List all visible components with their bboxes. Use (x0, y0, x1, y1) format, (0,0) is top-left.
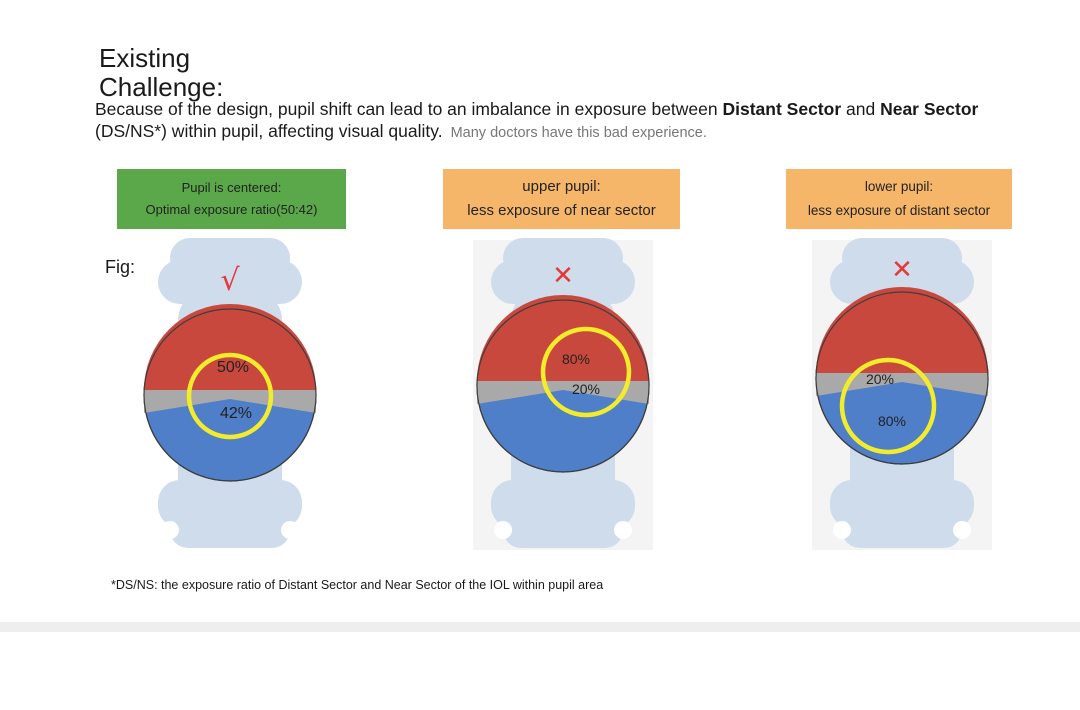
lower-pupil-subtitle: less exposure of distant sector (807, 203, 991, 218)
distant-sector-term: Distant Sector (722, 99, 842, 119)
pupil-ring (540, 326, 632, 418)
upper-pupil-title: upper pupil: (522, 178, 601, 195)
iol-diagram-1: 50% 42% √ (143, 238, 317, 548)
cross-icon: ✕ (552, 261, 574, 291)
lower-percent-label: 20% (572, 381, 600, 397)
centered-pupil-title: Pupil is centered: (181, 180, 282, 195)
fig-label: Fig: (105, 257, 136, 277)
upper-percent-label: 50% (217, 359, 249, 376)
transition-zone (477, 381, 649, 404)
upper-percent-label: 20% (866, 371, 894, 387)
lower-percent-label: 42% (220, 405, 252, 422)
lower-pupil-label-box: lower pupil: less exposure of distant se… (786, 169, 1012, 229)
distant-sector (144, 304, 316, 390)
pupil-ring (839, 357, 937, 455)
pupil-ring (186, 352, 274, 440)
iol-diagram-3: 20% 80% ✕ (812, 238, 992, 550)
description: Because of the design, pupil shift can l… (95, 98, 1035, 144)
description-note: Many doctors have this bad experience. (450, 125, 707, 141)
footnote: *DS/NS: the exposure ratio of Distant Se… (111, 578, 604, 592)
description-text-2: and (841, 99, 881, 119)
cross-icon: ✕ (891, 255, 913, 285)
upper-percent-label: 80% (562, 351, 590, 367)
upper-pupil-label-box: upper pupil: less exposure of near secto… (443, 169, 680, 229)
check-icon: √ (220, 263, 240, 298)
transition-zone (816, 373, 988, 396)
lower-percent-label: 80% (878, 413, 906, 429)
lower-pupil-title: lower pupil: (864, 179, 934, 194)
near-sector-term: Near Sector (880, 99, 979, 119)
slide: Existing Challenge: Because of the desig… (0, 43, 1080, 632)
distant-sector (816, 287, 988, 373)
upper-pupil-subtitle: less exposure of near sector (467, 202, 656, 219)
centered-pupil-label-box: Pupil is centered: Optimal exposure rati… (117, 169, 346, 229)
iol-diagram-2: 80% 20% ✕ (473, 238, 653, 550)
description-text-1: Because of the design, pupil shift can l… (95, 99, 723, 119)
description-text-3: (DS/NS*) within pupil, affecting visual … (95, 121, 443, 141)
page-title: Existing Challenge: (99, 43, 224, 102)
centered-pupil-subtitle: Optimal exposure ratio(50:42) (145, 202, 318, 217)
